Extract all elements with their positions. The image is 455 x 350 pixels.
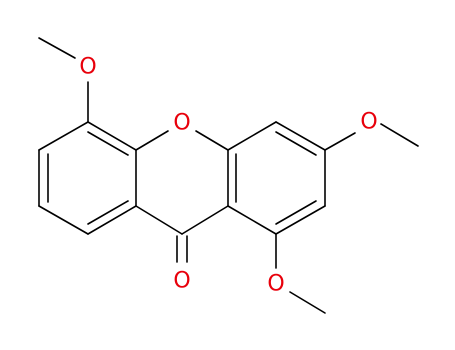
methoxy-top (38, 37, 89, 123)
bond-inner (275, 131, 317, 156)
bond-inner (275, 200, 317, 225)
methyl-bond (38, 37, 76, 59)
right-ring (227, 121, 326, 235)
bond (135, 205, 183, 235)
ring-oxygen-label: O (173, 111, 190, 136)
carbonyl-oxygen-label: O (173, 269, 190, 294)
bond (324, 132, 356, 151)
left-ring (38, 121, 137, 235)
bond (275, 121, 326, 151)
methoxy-right-oxygen-label: O (360, 110, 377, 135)
methoxy-bottom (275, 233, 326, 314)
bond (181, 205, 229, 235)
methoxy-top-oxygen-label: O (79, 55, 96, 80)
bond (87, 121, 137, 151)
carbonyl (176, 235, 188, 263)
bond (38, 121, 89, 151)
bond (227, 121, 277, 151)
methyl-bond (289, 291, 326, 314)
methoxy-bottom-oxygen-label: O (267, 272, 284, 297)
bond-inner (87, 131, 129, 156)
bond (275, 205, 326, 235)
bond (87, 205, 137, 235)
bond-inner (87, 200, 129, 225)
central-ring (135, 130, 229, 235)
methyl-bond (380, 123, 419, 147)
methoxy-right (324, 123, 419, 151)
bond (38, 205, 89, 235)
bond-to-ring-oxygen (195, 130, 229, 151)
bond (227, 205, 277, 235)
bond-to-ring-oxygen (135, 130, 169, 151)
